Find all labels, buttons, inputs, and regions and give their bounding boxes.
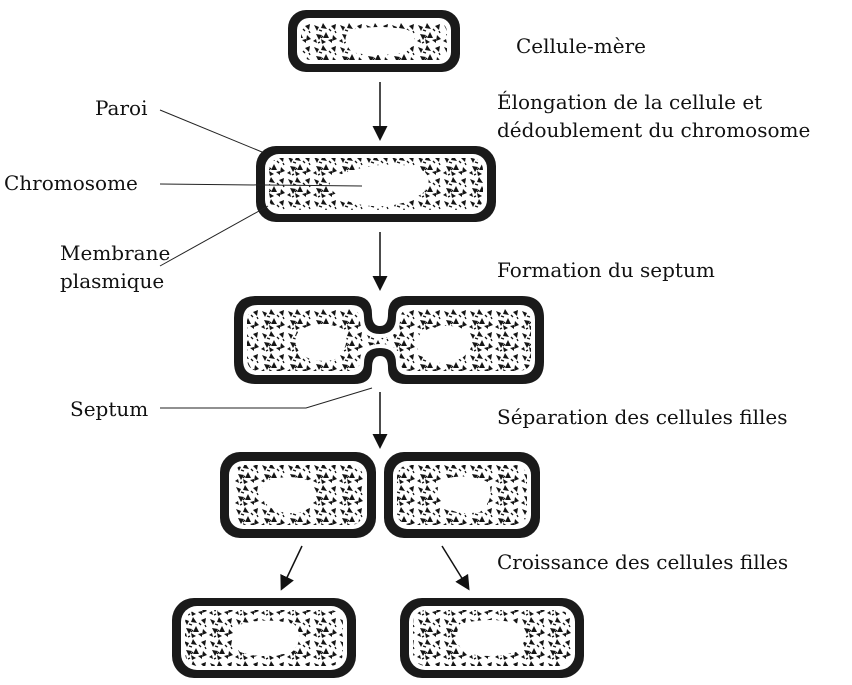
label-membrane-line2: plasmique (60, 269, 154, 293)
label-septum: Septum (70, 397, 148, 421)
chromosome-region (345, 27, 414, 55)
daughter-cell-left (220, 452, 376, 538)
mother-cell (288, 10, 460, 72)
grown-daughter-cell-left (172, 598, 356, 678)
label-paroi: Paroi (95, 96, 147, 120)
arrow-step-4-right (442, 546, 468, 588)
daughter-cell-right (384, 452, 540, 538)
leader-septum (160, 388, 372, 408)
arrow-step-4-left (282, 546, 302, 588)
label-chromosome: Chromosome (4, 171, 138, 195)
grown-daughter-cell-right (400, 598, 584, 678)
chromosome-region (233, 620, 300, 656)
step-elongation-line1: Élongation de la cellule et (497, 90, 762, 114)
septum-forming-cell (234, 296, 544, 384)
leader-paroi (160, 110, 262, 152)
step-mother-cell: Cellule-mère (516, 34, 646, 58)
step-elongation-line2: dédoublement du chromosome (497, 118, 810, 142)
leader-membrane (160, 206, 268, 266)
step-septum-formation: Formation du septum (497, 258, 715, 282)
step-separation: Séparation des cellules filles (497, 405, 788, 429)
label-membrane-line1: Membrane (60, 241, 154, 265)
elongated-cell (256, 146, 496, 222)
chromosome-region (457, 620, 525, 656)
step-growth: Croissance des cellules filles (497, 550, 788, 574)
